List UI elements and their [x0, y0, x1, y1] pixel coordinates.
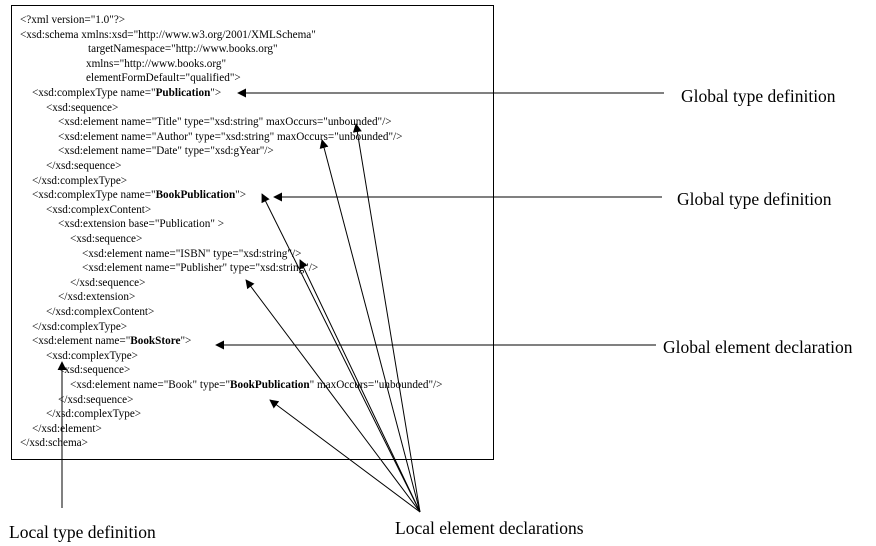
code-text: </xsd:schema>	[20, 437, 88, 450]
code-text: </xsd:extension>	[58, 291, 136, 304]
code-line: elementFormDefault="qualified">	[86, 71, 241, 85]
code-line: <xsd:element name="Date" type="xsd:gYear…	[58, 144, 274, 158]
code-line: </xsd:extension>	[58, 290, 135, 304]
code-line: <xsd:schema xmlns:xsd="http://www.w3.org…	[20, 28, 316, 42]
code-line: <xsd:sequence>	[70, 232, 142, 246]
code-line: <xsd:sequence>	[58, 363, 130, 377]
code-text: <xsd:schema xmlns:xsd="http://www.w3.org…	[20, 28, 316, 41]
arrow-local-element-date	[261, 193, 421, 513]
code-line: <xsd:element name="Author" type="xsd:str…	[58, 130, 402, 144]
code-text: </xsd:sequence>	[46, 160, 122, 172]
code-line: </xsd:sequence>	[70, 276, 145, 290]
code-text: <xsd:complexContent>	[46, 203, 152, 216]
code-text: <xsd:sequence>	[46, 101, 119, 114]
code-text: <xsd:element name="Author" type="xsd:str…	[58, 130, 403, 143]
code-text: </xsd:sequence>	[70, 276, 146, 289]
code-text: <xsd:complexType name="	[32, 189, 156, 202]
code-text: xmlns="http://www.books.org"	[86, 57, 227, 70]
code-line: <xsd:complexContent>	[46, 203, 151, 217]
code-text: elementFormDefault="qualified">	[86, 72, 241, 85]
label-local-type-definition: Local type definition	[9, 522, 156, 542]
code-line: </xsd:schema>	[20, 436, 88, 450]
code-text: </xsd:sequence>	[58, 393, 134, 406]
code-text: <xsd:sequence>	[58, 364, 131, 377]
code-line: </xsd:sequence>	[46, 159, 121, 173]
code-line: <xsd:complexType>	[46, 349, 138, 363]
arrow-local-element-isbn	[299, 259, 421, 513]
code-line: <xsd:complexType name="Publication">	[32, 86, 221, 100]
label-global-type-definition-1: Global type definition	[681, 86, 836, 106]
code-line: <xsd:element name="BookStore">	[32, 334, 191, 348]
code-line: </xsd:complexType>	[32, 174, 127, 188]
code-line: <xsd:extension base="Publication" >	[58, 217, 224, 231]
arrow-local-element-publisher	[245, 279, 421, 513]
code-text: <xsd:complexType>	[46, 349, 138, 362]
code-line: </xsd:complexType>	[46, 407, 141, 421]
label-global-element-declaration: Global element declaration	[663, 337, 853, 357]
code-text: <xsd:element name="Publisher" type="xsd:…	[82, 262, 319, 275]
code-bold-name: BookPublication	[230, 379, 310, 391]
code-bold-name: BookPublication	[155, 189, 236, 202]
code-text: <xsd:element name="Date" type="xsd:gYear…	[58, 145, 274, 158]
code-text: </xsd:complexType>	[32, 320, 128, 333]
code-text: </xsd:complexType>	[32, 174, 128, 187]
code-text: </xsd:complexType>	[46, 408, 142, 421]
code-line: <xsd:element name="ISBN" type="xsd:strin…	[82, 247, 301, 261]
arrow-local-element-book	[269, 399, 421, 513]
code-bold-name: Publication	[155, 87, 211, 99]
code-text: targetNamespace="http://www.books.org"	[88, 43, 278, 56]
code-text: </xsd:complexContent>	[46, 306, 155, 318]
code-text: <xsd:sequence>	[70, 233, 143, 245]
code-line: </xsd:complexContent>	[46, 305, 154, 319]
code-text: ">	[180, 335, 192, 348]
code-line: <xsd:element name="Publisher" type="xsd:…	[82, 261, 318, 275]
code-text: ">	[235, 189, 247, 202]
code-text: <?xml version="1.0"?>	[20, 14, 126, 26]
code-text: <xsd:extension base="Publication" >	[58, 218, 225, 231]
code-line: <xsd:element name="Book" type="BookPubli…	[70, 378, 442, 392]
code-text: </xsd:element>	[32, 422, 102, 435]
code-text: <xsd:complexType name="	[32, 87, 156, 99]
code-text: <xsd:element name="ISBN" type="xsd:strin…	[82, 247, 302, 260]
code-line: </xsd:element>	[32, 422, 102, 436]
code-line: targetNamespace="http://www.books.org"	[88, 42, 278, 56]
code-text: <xsd:element name="Book" type="	[70, 379, 231, 391]
code-line: <xsd:complexType name="BookPublication">	[32, 188, 246, 202]
arrow-local-element-title	[352, 123, 421, 513]
label-local-element-declarations: Local element declarations	[395, 518, 584, 538]
code-text: " maxOccurs="unbounded"/>	[309, 379, 443, 391]
arrow-local-element-author	[319, 139, 421, 513]
code-line: </xsd:sequence>	[58, 393, 133, 407]
schema-code-box	[11, 5, 494, 460]
code-text: <xsd:element name="	[32, 335, 131, 348]
code-text: ">	[210, 87, 222, 99]
code-line: <?xml version="1.0"?>	[20, 13, 125, 27]
label-global-type-definition-2: Global type definition	[677, 189, 832, 209]
code-line: <xsd:sequence>	[46, 101, 118, 115]
code-line: </xsd:complexType>	[32, 320, 127, 334]
code-line: xmlns="http://www.books.org"	[86, 57, 226, 71]
code-bold-name: BookStore	[130, 335, 181, 348]
